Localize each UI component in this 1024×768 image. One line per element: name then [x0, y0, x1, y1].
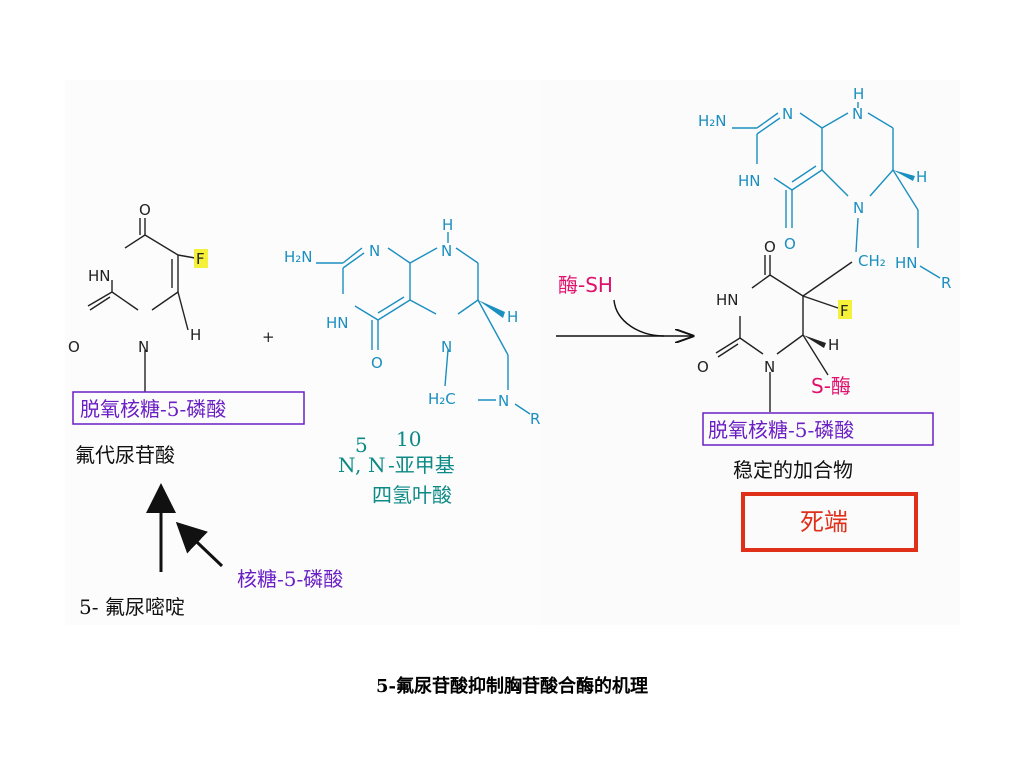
- product-atom-r: R: [941, 274, 951, 292]
- product-atom-hn-side: HN: [895, 254, 918, 272]
- dead-end-label: 死端: [800, 508, 848, 536]
- thf-name-comma: ,: [355, 453, 361, 477]
- atom-f: F: [196, 250, 205, 268]
- thf-name-n5: N: [338, 453, 356, 477]
- ribose-phosphate-label: 核糖-5-磷酸: [237, 567, 343, 591]
- product-atom-hn-ring: HN: [716, 291, 739, 309]
- thf-atom-o: O: [371, 354, 383, 372]
- thf-atom-n1: N: [369, 242, 380, 260]
- fdump-structure: O HN O N H F: [68, 201, 208, 392]
- product-atom-f: F: [840, 302, 849, 320]
- thf-atom-hn: HN: [326, 314, 349, 332]
- product-atom-hn: HN: [738, 172, 761, 190]
- atom-hn: HN: [88, 267, 111, 285]
- product-atom-h: H: [916, 168, 927, 186]
- thf-atom-h: H: [507, 308, 518, 326]
- thf-atom-n-top: N: [441, 242, 452, 260]
- fluorine-highlight: [194, 249, 208, 268]
- thf-atom-n5: N: [441, 338, 452, 356]
- product-atom-nh-h: H: [853, 85, 864, 103]
- sugar-box-right: [702, 412, 934, 446]
- fdump-ring-lower: [112, 292, 152, 335]
- product-atom-o-left: O: [697, 358, 709, 376]
- product-atom-n1: N: [782, 105, 793, 123]
- dead-end-box: [741, 492, 918, 552]
- product-atom-n-top: N: [852, 105, 863, 123]
- product-atom-o-top: O: [764, 238, 776, 256]
- sugar-label-left: 脱氧核糖-5-磷酸: [80, 397, 226, 421]
- atom-h: H: [190, 326, 201, 344]
- figure-caption: 5-氟尿苷酸抑制胸苷酸合酶的机理: [376, 675, 648, 697]
- reagent-enzyme-sh: 酶-SH: [558, 273, 613, 297]
- thf-name-sup5: 5: [355, 433, 368, 457]
- product-uracil: O HN F H O N: [697, 238, 853, 412]
- thf-name-line2: 四氢叶酸: [372, 483, 452, 507]
- product-pterin: H₂N N H N HN O N H CH₂ HN R: [698, 85, 951, 292]
- thf-atom-n10: N: [498, 392, 509, 410]
- thf-atom-nh-h: H: [442, 216, 453, 234]
- product-atom-o: O: [784, 235, 796, 253]
- product-atom-n5: N: [853, 199, 864, 217]
- left-figure-panel: [65, 80, 540, 625]
- product-atom-ch2: CH₂: [858, 252, 886, 270]
- atom-o-left: O: [68, 338, 80, 356]
- sugar-label-right: 脱氧核糖-5-磷酸: [708, 418, 854, 442]
- plus-sign: +: [262, 328, 275, 346]
- enzyme-adduct-label: S-酶: [811, 374, 851, 398]
- fdump-name: 氟代尿苷酸: [75, 443, 175, 467]
- sugar-box-left: [72, 391, 305, 425]
- thf-name-n10: N: [368, 453, 386, 477]
- atom-o-top: O: [139, 201, 151, 219]
- thf-atom-h2n: H₂N: [284, 248, 313, 266]
- product-atom-h-ring: H: [828, 336, 839, 354]
- thf-atom-h2c: H₂C: [428, 390, 456, 408]
- thf-name-sup10: 10: [396, 427, 421, 451]
- right-figure-panel: [540, 80, 960, 625]
- product-atom-h2n: H₂N: [698, 112, 727, 130]
- reagent-curve: [613, 299, 665, 337]
- atom-n: N: [138, 338, 149, 356]
- flow-side-arrow: [175, 521, 224, 568]
- thf-name: N 5 , N 10 -亚甲基 四氢叶酸: [338, 427, 455, 507]
- thf-atom-r: R: [530, 410, 540, 428]
- thf-structure: H₂N N H N HN O N H H₂C N R: [284, 216, 540, 428]
- product-atom-n-ring: N: [764, 358, 775, 376]
- thf-name-suffix: -亚甲基: [388, 453, 455, 477]
- fluorouracil-label: 5- 氟尿嘧啶: [79, 595, 185, 619]
- adduct-name: 稳定的加合物: [733, 458, 853, 482]
- product-fluorine-highlight: [838, 300, 852, 319]
